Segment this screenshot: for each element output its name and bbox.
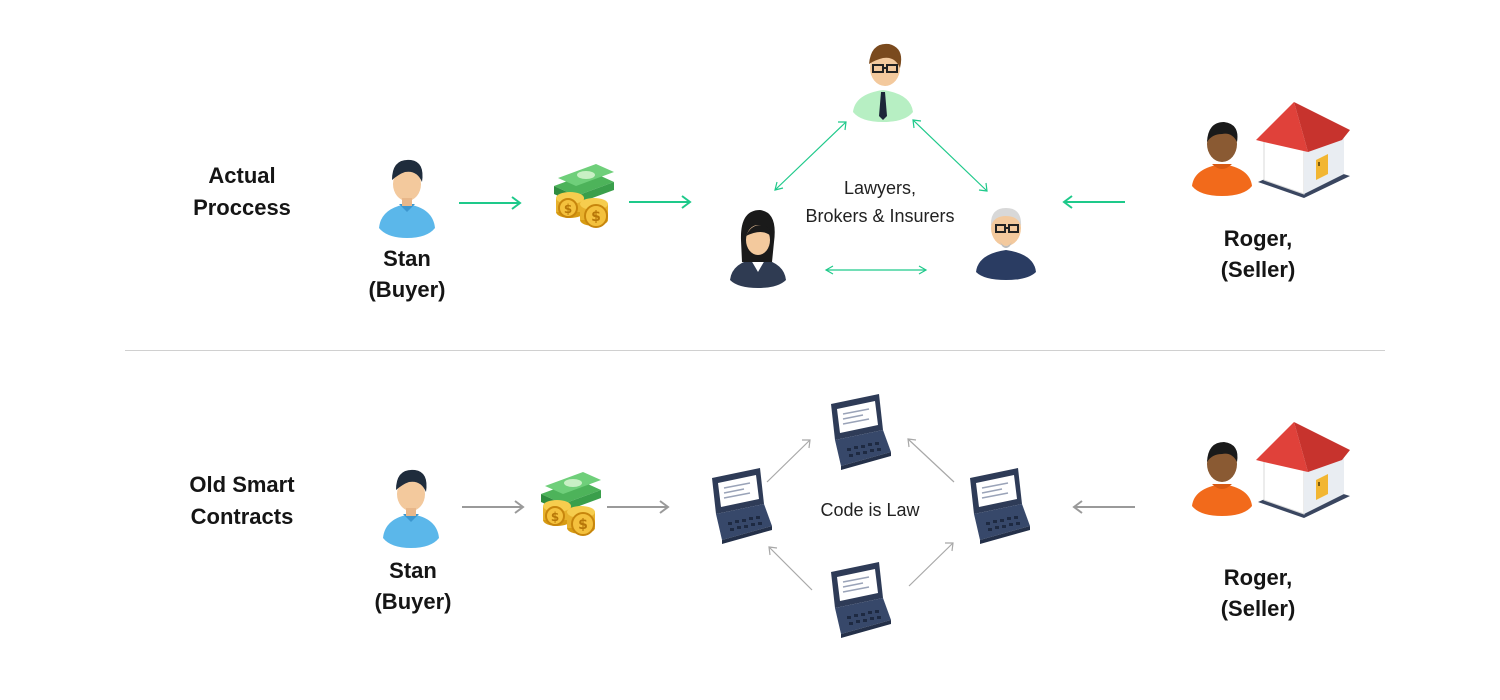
seller-label-bottom: Roger, (Seller) bbox=[1220, 565, 1296, 621]
broker-icon bbox=[730, 210, 786, 288]
arrow-head-broker-insurer-a bbox=[824, 265, 834, 275]
arrow-left-to-top bbox=[766, 439, 811, 483]
arrow-head-broker-insurer-b bbox=[918, 265, 928, 275]
arrow-head-broker-lawyer-a bbox=[774, 181, 784, 191]
arrows-top bbox=[459, 195, 1125, 210]
arrow-head-buyer-to-money-bottom bbox=[514, 500, 525, 514]
arrow-head-money-to-laptops bbox=[659, 500, 670, 514]
buyer-label-bottom: Stan (Buyer) bbox=[374, 558, 452, 614]
arrow-head-seller-to-laptops bbox=[1072, 500, 1083, 514]
section-divider bbox=[125, 350, 1385, 351]
arrow-lawyer-insurer bbox=[912, 119, 988, 192]
house-icon-bottom bbox=[1255, 421, 1351, 519]
arrow-head-lawyer-insurer-a bbox=[912, 119, 922, 129]
row-label-actual-process: Actual Proccess bbox=[193, 163, 291, 220]
buyer-label-top: Stan (Buyer) bbox=[368, 246, 446, 302]
money-icon-bottom bbox=[540, 471, 602, 536]
code-is-law-label: Code is Law bbox=[820, 500, 920, 520]
arrows-bottom bbox=[462, 500, 1135, 514]
arrow-head-seller-to-middlemen bbox=[1062, 195, 1073, 209]
house-icon-top bbox=[1255, 101, 1351, 199]
arrow-bottom-to-left bbox=[768, 546, 813, 591]
buyer-icon-bottom bbox=[383, 469, 439, 548]
row-label-old-smart-contracts: Old Smart Contracts bbox=[189, 472, 295, 529]
buyer-icon-top bbox=[379, 159, 435, 238]
insurer-icon bbox=[976, 208, 1036, 280]
seller-label-top: Roger, (Seller) bbox=[1220, 226, 1296, 282]
seller-icon-top bbox=[1192, 122, 1252, 196]
arrow-head-buyer-to-money bbox=[511, 196, 522, 210]
laptop-icon-bottom bbox=[830, 561, 892, 639]
laptop-icon-top bbox=[830, 393, 892, 471]
diamond-arrows bbox=[766, 438, 955, 591]
triangle-arrows bbox=[774, 119, 988, 275]
seller-icon-bottom bbox=[1192, 442, 1252, 516]
lawyer-icon bbox=[853, 43, 913, 122]
arrow-bottom-to-right bbox=[908, 542, 954, 587]
arrow-broker-lawyer bbox=[774, 121, 847, 191]
arrow-head-money-to-middlemen bbox=[681, 195, 692, 209]
arrow-right-to-top bbox=[907, 438, 955, 483]
laptop-icon-right bbox=[969, 467, 1031, 545]
arrow-head-lawyer-insurer-b bbox=[978, 182, 988, 192]
money-icon-top bbox=[553, 163, 615, 228]
laptop-icon-left bbox=[711, 467, 773, 545]
middlemen-label: Lawyers, Brokers & Insurers bbox=[805, 178, 955, 226]
arrow-head-broker-lawyer-b bbox=[838, 121, 847, 131]
